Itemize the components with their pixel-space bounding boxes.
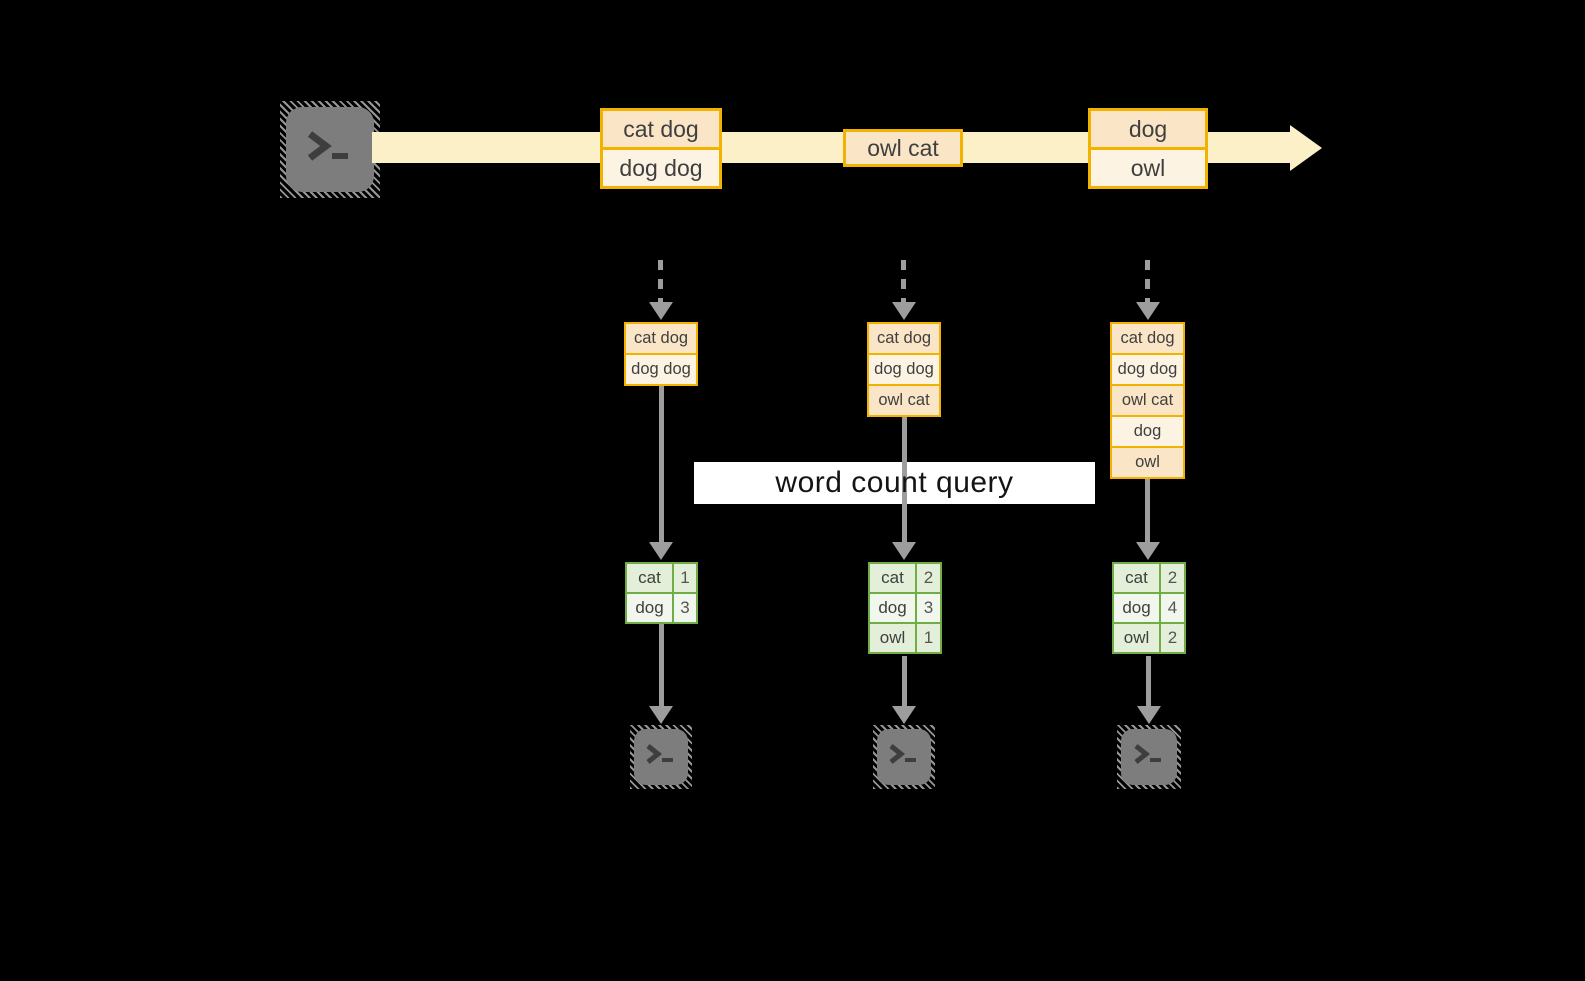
terminal-icon — [280, 101, 380, 198]
count-cell: 1 — [674, 564, 696, 592]
count-table: cat 2 dog 4 owl 2 — [1112, 562, 1186, 654]
connector-line — [1145, 479, 1150, 542]
stream-arrowhead — [1290, 125, 1322, 171]
word-cell: dog — [870, 594, 917, 622]
count-table: cat 1 dog 3 — [625, 562, 698, 624]
count-cell: 4 — [1161, 594, 1184, 622]
event-cell: cat dog — [603, 111, 719, 147]
connector-line — [1146, 656, 1151, 706]
terminal-icon — [630, 725, 692, 789]
event-cell: owl — [1091, 147, 1205, 186]
stream-event-box: owl cat — [843, 129, 963, 167]
word-cell: dog — [627, 594, 674, 622]
count-cell: 3 — [674, 594, 696, 622]
buffer-cell: cat dog — [869, 324, 939, 353]
table-row: cat 1 — [627, 564, 696, 592]
count-cell: 2 — [1161, 564, 1184, 592]
connector-arrowhead — [1137, 706, 1161, 724]
connector-line — [902, 656, 907, 706]
terminal-icon — [873, 725, 935, 789]
buffer-cell: dog dog — [869, 353, 939, 384]
buffer-cell: dog dog — [1112, 353, 1183, 384]
buffer-cell: owl — [1112, 446, 1183, 477]
table-row: dog 3 — [870, 592, 940, 622]
query-label: word count query — [775, 466, 1014, 499]
table-row: dog 3 — [627, 592, 696, 622]
buffer-cell: dog — [1112, 415, 1183, 446]
table-row: owl 1 — [870, 622, 940, 652]
buffer-cell: owl cat — [1112, 384, 1183, 415]
dashed-arrowhead — [1136, 302, 1160, 320]
connector-line — [659, 386, 664, 542]
stream-event-box: dog owl — [1088, 108, 1208, 189]
buffer-cell: dog dog — [626, 353, 696, 384]
terminal-prompt-icon — [646, 744, 673, 764]
query-banner — [694, 462, 1095, 504]
buffer-cell: cat dog — [626, 324, 696, 353]
terminal-prompt-icon — [889, 744, 916, 764]
table-row: owl 2 — [1114, 622, 1184, 652]
buffer-cell: cat dog — [1112, 324, 1183, 353]
dashed-arrowhead — [892, 302, 916, 320]
terminal-prompt-icon — [1134, 744, 1161, 764]
buffer-cell: owl cat — [869, 384, 939, 415]
terminal-screen — [877, 729, 931, 785]
stream-event-box: cat dog dog dog — [600, 108, 722, 189]
connector-line — [659, 624, 664, 706]
event-cell: owl cat — [846, 132, 960, 164]
word-cell: cat — [870, 564, 917, 592]
table-row: dog 4 — [1114, 592, 1184, 622]
event-cell: dog — [1091, 111, 1205, 147]
count-table: cat 2 dog 3 owl 1 — [868, 562, 942, 654]
table-row: cat 2 — [1114, 564, 1184, 592]
word-cell: owl — [1114, 624, 1161, 652]
dashed-arrow-line — [901, 260, 906, 302]
connector-arrowhead — [1136, 542, 1160, 560]
connector-arrowhead — [892, 706, 916, 724]
dashed-arrow-line — [658, 260, 663, 302]
connector-arrowhead — [649, 542, 673, 560]
table-row: cat 2 — [870, 564, 940, 592]
buffer-stack: cat dog dog dog owl cat dog owl — [1110, 322, 1185, 479]
word-cell: cat — [1114, 564, 1161, 592]
count-cell: 2 — [1161, 624, 1184, 652]
terminal-screen — [286, 107, 374, 192]
terminal-icon — [1117, 725, 1181, 789]
buffer-stack: cat dog dog dog — [624, 322, 698, 386]
word-cell: dog — [1114, 594, 1161, 622]
terminal-screen — [1121, 729, 1177, 785]
count-cell: 2 — [917, 564, 940, 592]
dashed-arrowhead — [649, 302, 673, 320]
count-cell: 3 — [917, 594, 940, 622]
terminal-screen — [634, 729, 688, 785]
connector-arrowhead — [892, 542, 916, 560]
connector-line — [902, 417, 907, 542]
word-cell: owl — [870, 624, 917, 652]
terminal-prompt-icon — [307, 131, 348, 161]
word-cell: cat — [627, 564, 674, 592]
buffer-stack: cat dog dog dog owl cat — [867, 322, 941, 417]
dashed-arrow-line — [1145, 260, 1150, 302]
connector-arrowhead — [649, 706, 673, 724]
count-cell: 1 — [917, 624, 940, 652]
event-cell: dog dog — [603, 147, 719, 186]
